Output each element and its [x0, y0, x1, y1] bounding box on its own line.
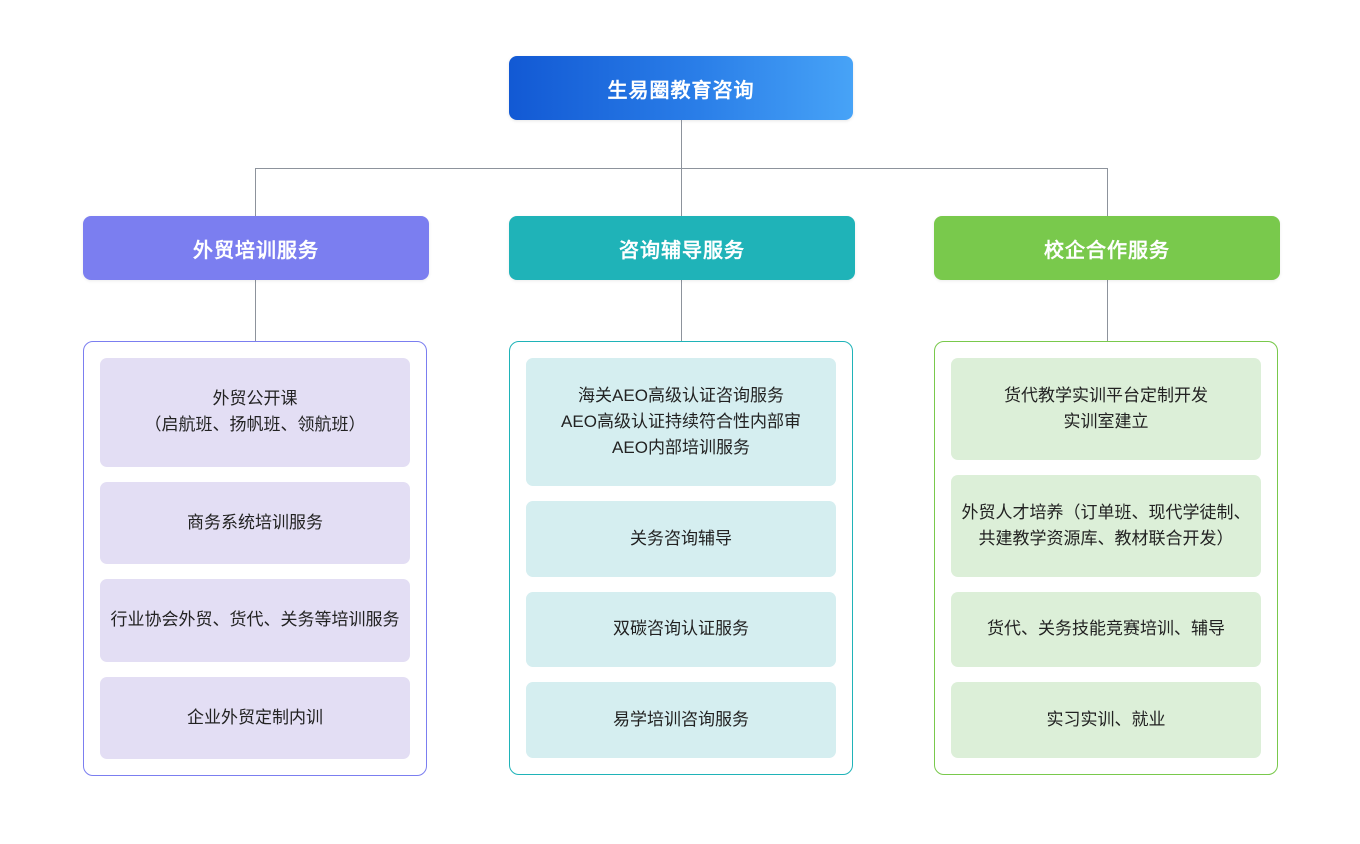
column-header-label: 外贸培训服务: [193, 239, 319, 262]
list-item[interactable]: 海关AEO高级认证咨询服务 AEO高级认证持续符合性内部审 AEO内部培训服务: [526, 358, 836, 486]
column-header-school-enterprise[interactable]: 校企合作服务: [934, 216, 1280, 280]
list-item[interactable]: 实习实训、就业: [951, 682, 1261, 758]
list-item-label: 易学培训咨询服务: [613, 710, 749, 730]
list-item-label: 外贸人才培养（订单班、现代学徒制、共建教学资源库、教材联合开发）: [961, 502, 1251, 548]
list-item[interactable]: 易学培训咨询服务: [526, 682, 836, 758]
connector-drop-column-2: [681, 168, 682, 216]
connector-drop-column-1: [255, 168, 256, 216]
list-item[interactable]: 货代教学实训平台定制开发 实训室建立: [951, 358, 1261, 460]
connector-root-stem: [681, 120, 682, 168]
list-item-label: 货代、关务技能竞赛培训、辅导: [987, 619, 1225, 639]
list-item[interactable]: 商务系统培训服务: [100, 481, 410, 564]
list-item-label: 货代教学实训平台定制开发 实训室建立: [1004, 385, 1208, 431]
list-item[interactable]: 外贸人才培养（订单班、现代学徒制、共建教学资源库、教材联合开发）: [951, 474, 1261, 577]
connector-header-body-1: [255, 280, 256, 341]
list-item[interactable]: 关务咨询辅导: [526, 500, 836, 577]
list-item-label: 外贸公开课 （启航班、扬帆班、领航班）: [144, 389, 366, 435]
column-header-training[interactable]: 外贸培训服务: [83, 216, 429, 280]
connector-drop-column-3: [1107, 168, 1108, 216]
root-node-label: 生易圈教育咨询: [607, 79, 755, 102]
column-body-consulting: 海关AEO高级认证咨询服务 AEO高级认证持续符合性内部审 AEO内部培训服务 …: [509, 341, 853, 775]
connector-header-body-2: [681, 280, 682, 341]
list-item[interactable]: 货代、关务技能竞赛培训、辅导: [951, 591, 1261, 668]
column-body-school-enterprise: 货代教学实训平台定制开发 实训室建立 外贸人才培养（订单班、现代学徒制、共建教学…: [934, 341, 1278, 775]
list-item[interactable]: 行业协会外贸、货代、关务等培训服务: [100, 579, 410, 662]
list-item-label: 实习实训、就业: [1046, 710, 1166, 730]
column-consulting: 咨询辅导服务 海关AEO高级认证咨询服务 AEO高级认证持续符合性内部审 AEO…: [509, 216, 855, 775]
list-item-label: 关务咨询辅导: [630, 528, 732, 548]
list-item-label: 商务系统培训服务: [187, 512, 323, 532]
column-training: 外贸培训服务 外贸公开课 （启航班、扬帆班、领航班） 商务系统培训服务 行业协会…: [83, 216, 429, 776]
list-item[interactable]: 外贸公开课 （启航班、扬帆班、领航班）: [100, 358, 410, 467]
root-node[interactable]: 生易圈教育咨询: [509, 56, 853, 120]
column-body-training: 外贸公开课 （启航班、扬帆班、领航班） 商务系统培训服务 行业协会外贸、货代、关…: [83, 341, 427, 776]
connector-header-body-3: [1107, 280, 1108, 341]
column-header-label: 咨询辅导服务: [619, 239, 745, 262]
column-header-consulting[interactable]: 咨询辅导服务: [509, 216, 855, 280]
column-school-enterprise: 校企合作服务 货代教学实训平台定制开发 实训室建立 外贸人才培养（订单班、现代学…: [934, 216, 1280, 775]
list-item-label: 海关AEO高级认证咨询服务 AEO高级认证持续符合性内部审 AEO内部培训服务: [561, 385, 801, 457]
list-item[interactable]: 双碳咨询认证服务: [526, 591, 836, 668]
list-item-label: 企业外贸定制内训: [187, 707, 323, 727]
list-item-label: 双碳咨询认证服务: [613, 619, 749, 639]
column-header-label: 校企合作服务: [1044, 239, 1170, 262]
list-item[interactable]: 企业外贸定制内训: [100, 676, 410, 759]
list-item-label: 行业协会外贸、货代、关务等培训服务: [110, 610, 400, 630]
